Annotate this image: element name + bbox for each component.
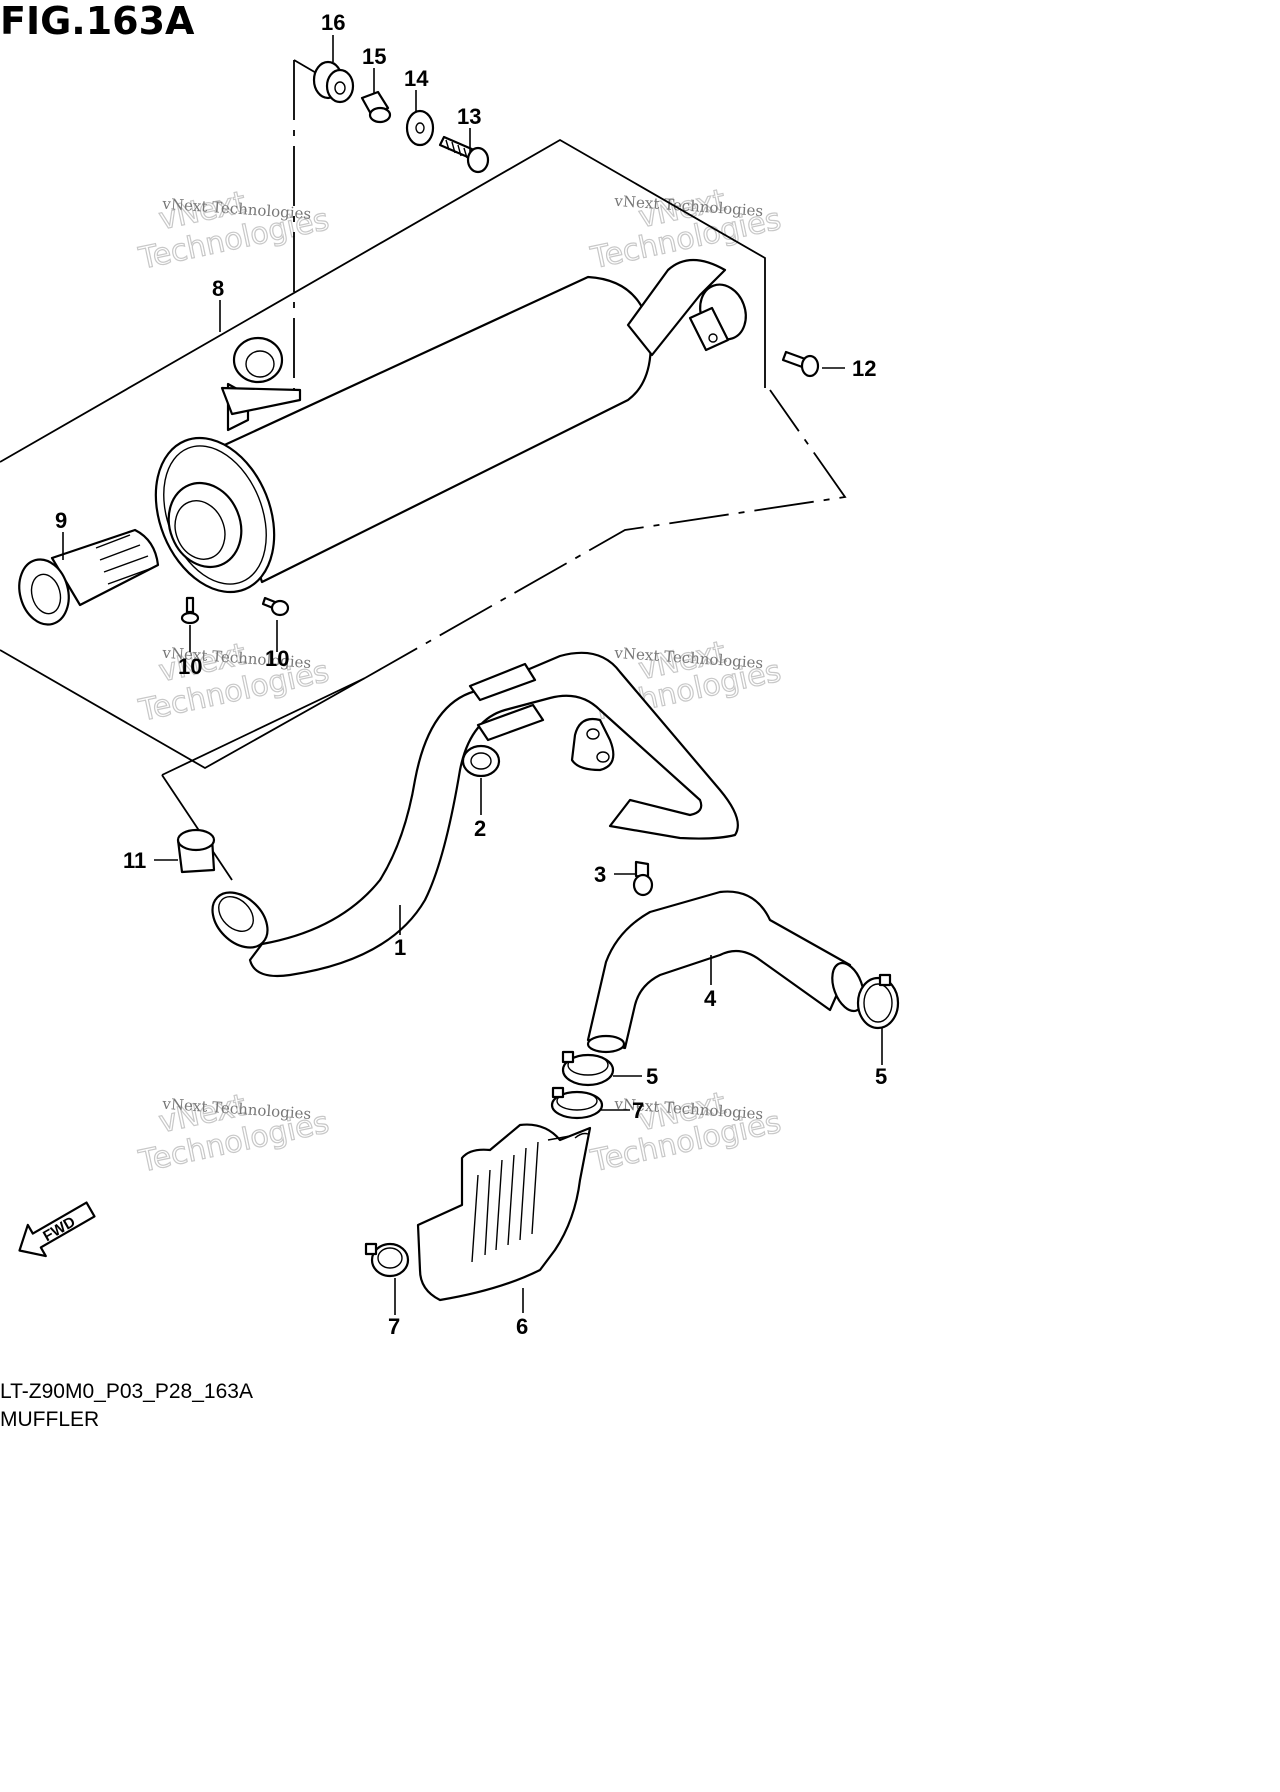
exhaust-pipe (211, 651, 739, 978)
clamp-5-left (561, 1050, 615, 1087)
callout-10-right: 10 (265, 646, 289, 671)
callout-7-bottom: 7 (388, 1314, 400, 1339)
bolt-3 (632, 860, 654, 897)
bolt-12 (781, 350, 820, 378)
callout-9: 9 (55, 508, 67, 533)
callout-8: 8 (212, 276, 224, 301)
callouts: 16 15 14 13 8 12 9 10 10 11 2 3 1 4 5 5 … (55, 10, 887, 1339)
assembly-outline (0, 59, 847, 881)
callout-4: 4 (704, 986, 717, 1011)
callout-3: 3 (594, 862, 606, 887)
callout-11: 11 (123, 848, 146, 873)
watermark-group: vNext Technologies vNext Technologies vN… (135, 182, 785, 1180)
washer-14 (405, 109, 435, 147)
pipe-4 (586, 890, 865, 1054)
gasket-2 (461, 744, 501, 778)
screw-10-left (180, 596, 200, 625)
callout-6: 6 (516, 1314, 528, 1339)
mount-hardware (312, 60, 490, 174)
callout-15: 15 (362, 44, 386, 69)
callout-14: 14 (404, 66, 429, 91)
callout-13: 13 (457, 104, 481, 129)
fwd-arrow: FWD (18, 1201, 96, 1258)
callout-12: 12 (852, 356, 876, 381)
callout-1: 1 (394, 935, 406, 960)
watermark-top-left: vNext Technologies vNext Technologies (135, 184, 333, 277)
clamp-7-top (550, 1086, 604, 1120)
callout-16: 16 (321, 10, 345, 35)
muffler-body (154, 259, 747, 594)
callout-10-left: 10 (178, 654, 202, 679)
figure-name: MUFFLER (0, 1408, 99, 1431)
tail-pipe (18, 528, 160, 626)
watermark-bottom-right: vNext Technologies vNext Technologies (587, 1085, 785, 1180)
leader-lines (62, 35, 883, 1315)
callout-2: 2 (474, 816, 486, 841)
clamp-7-bottom (364, 1242, 410, 1278)
callout-7-top: 7 (632, 1098, 644, 1123)
connector-11 (176, 828, 216, 874)
callout-5-left: 5 (646, 1064, 658, 1089)
callout-5-right: 5 (875, 1064, 887, 1089)
watermark-bottom-left: vNext Technologies vNext Technologies (135, 1087, 333, 1180)
figure-code: LT-Z90M0_P03_P28_163A (0, 1380, 253, 1403)
screw-10-right (261, 596, 290, 617)
watermark-mid-left: vNext Technologies vNext Technologies (135, 636, 333, 729)
heat-shield-6 (416, 1123, 592, 1302)
figure-title: FIG.163A (0, 0, 195, 43)
clamp-5-right (856, 973, 900, 1030)
